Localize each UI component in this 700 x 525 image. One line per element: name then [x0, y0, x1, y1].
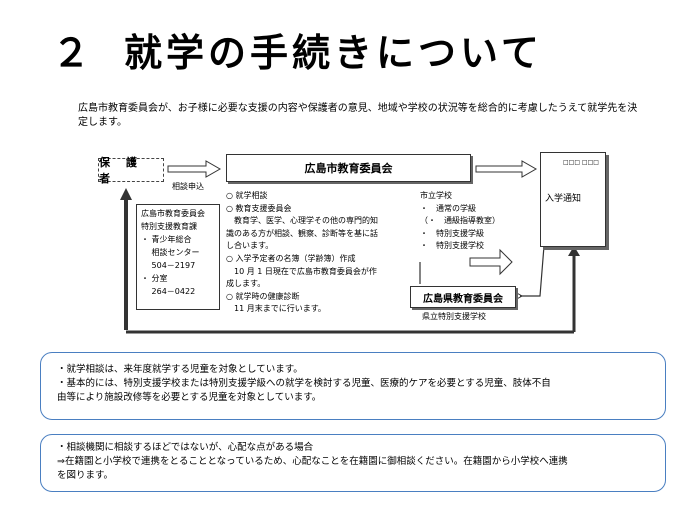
process-line: ○ 教育支援委員会 — [226, 203, 292, 213]
process-list: ○ 就学相談 ○ 教育支援委員会 教育学、医学、心理学その他の専門的知 識のある… — [226, 190, 414, 316]
arrow-consult-to-guardian — [120, 188, 132, 330]
note-line: ・相談機関に相談するほどではないが、心配な点がある場合 — [57, 442, 314, 453]
note-line: を図ります。 — [57, 470, 114, 481]
arrow-pref-to-notice — [520, 245, 545, 297]
note-box-concerns: ・相談機関に相談するほどではないが、心配な点がある場合 ⇒在籍園と小学校で連携を… — [40, 434, 666, 492]
process-line: 識のある方が相談、観察、診断等を基に話 — [226, 228, 378, 238]
school-line: ・ 特別支援学校 — [420, 241, 484, 251]
consult-line: 広島市教育委員会 — [141, 209, 205, 218]
page-title: ２ 就学の手続きについて — [52, 22, 543, 77]
arrow-pref-head — [514, 291, 524, 301]
arrow-board-to-notice — [475, 160, 538, 178]
city-school-list: 市立学校 ・ 通常の学級 （・ 通級指導教室） ・ 特別支援学級 ・ 特別支援学… — [420, 190, 540, 253]
process-line: ○ 就学時の健康診断 — [226, 291, 300, 301]
consult-line: 相談センター — [141, 248, 200, 257]
notice-label: 入学通知 — [545, 194, 582, 204]
guardian-box: 保 護 者 — [98, 156, 164, 185]
note-box-consultation: ・就学相談は、来年度就学する児童を対象としています。 ・基本的には、特別支援学校… — [40, 352, 666, 420]
return-arrowhead — [568, 246, 580, 256]
process-line: 成します。 — [226, 279, 266, 289]
school-line: 市立学校 — [420, 191, 452, 200]
prefectural-school-label: 県立特別支援学校 — [422, 312, 486, 321]
school-line: （・ 通級指導教室） — [420, 216, 500, 226]
process-line: 11 月末までに行います。 — [226, 304, 326, 314]
admission-notice-box: □□□ □□□ 入学通知 — [540, 152, 606, 247]
prefectural-board-box: 広島県教育委員会 — [410, 286, 516, 308]
consult-line: 504－2197 — [141, 261, 196, 270]
note-line: ・基本的には、特別支援学校または特別支援学級への就学を検討する児童、医療的ケアを… — [57, 378, 551, 389]
consult-line: ・ 青少年総合 — [141, 235, 192, 244]
consult-line: 264－0422 — [141, 287, 196, 296]
consult-line: ・ 分室 — [141, 274, 168, 283]
process-line: ○ 入学予定者の名簿（学齢簿）作成 — [226, 253, 356, 263]
process-line: 10 月 1 日現在で広島市教育委員会が作 — [226, 266, 377, 276]
title-text: 就学の手続きについて — [124, 31, 543, 75]
arrow-diag — [469, 248, 513, 276]
notice-stamp: □□□ □□□ — [563, 159, 599, 166]
section-number: ２ — [52, 31, 95, 75]
arrow-guardian-to-board — [167, 160, 222, 178]
school-line: ・ 特別支援学級 — [420, 228, 484, 238]
process-line: し合います。 — [226, 241, 274, 251]
school-line: ・ 通常の学級 — [420, 203, 476, 213]
consultation-contact-box: 広島市教育委員会 特別支援教育課 ・ 青少年総合 相談センター 504－2197… — [136, 204, 220, 310]
city-board-box: 広島市教育委員会 — [226, 154, 471, 182]
intro-text: 広島市教育委員会が、お子様に必要な支援の内容や保護者の意見、地域や学校の状況等を… — [78, 103, 638, 128]
consult-request-label: 相談申込 — [172, 182, 204, 191]
consult-line: 特別支援教育課 — [141, 222, 197, 231]
note-line: 由等により施設改修等を必要とする児童を対象としています。 — [57, 392, 322, 403]
process-line: 教育学、医学、心理学その他の専門的知 — [226, 216, 378, 226]
note-line: ⇒在籍園と小学校で連携をとることとなっているため、心配なことを在籍園に御相談くだ… — [57, 456, 568, 467]
process-line: ○ 就学相談 — [226, 191, 268, 200]
note-line: ・就学相談は、来年度就学する児童を対象としています。 — [57, 364, 303, 375]
